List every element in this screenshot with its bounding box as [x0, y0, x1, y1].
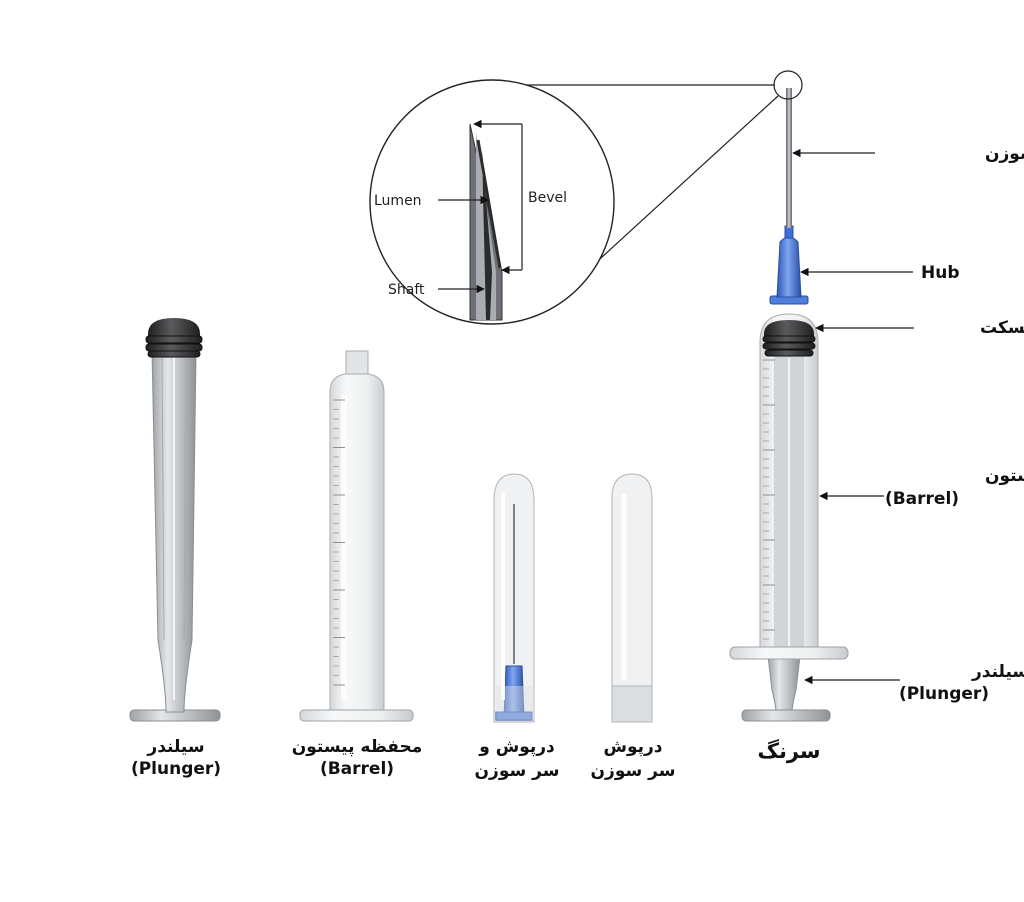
syringe-scale [763, 359, 775, 640]
lumen-label: Lumen [374, 193, 422, 209]
plunger-label-en: (Plunger) [899, 684, 989, 704]
shaft-label: Shaft [388, 282, 425, 298]
syringe-caption: سرنگ [757, 738, 820, 763]
plunger-label-fa: سیلندر [971, 662, 1024, 682]
plunger-part [129, 318, 221, 722]
gasket-label: گسکت [980, 317, 1024, 338]
barrel-part [299, 350, 414, 722]
barrel-label-en: (Barrel) [885, 489, 959, 509]
needle-zoom-callout: Lumen Bevel Shaft [369, 79, 779, 325]
cap-needle-caption-line2: سر سوزن [475, 761, 560, 781]
bevel-label: Bevel [528, 190, 567, 206]
cap-part [611, 473, 653, 723]
barrel-caption-line2: (Barrel) [320, 759, 394, 779]
assembled-syringe [729, 70, 849, 722]
hub-label: Hub [921, 263, 960, 283]
plunger-caption-line2: (Plunger) [131, 759, 221, 779]
assembled-labels: سر سوزن Hub گسکت محفظه پیستون (Barrel) س… [757, 144, 1024, 763]
cap-caption-line2: سر سوزن [591, 761, 676, 781]
barrel-scale [333, 399, 345, 686]
part-captions: سیلندر (Plunger) محفظه پیستون (Barrel) د… [131, 737, 676, 781]
plunger-caption-line1: سیلندر [146, 737, 204, 757]
cap-with-needle-part [493, 473, 535, 723]
barrel-caption-line1: محفظه پیستون [292, 737, 423, 757]
needle-label: سر سوزن [985, 144, 1024, 164]
cap-needle-caption-line1: درپوش و [478, 737, 555, 757]
cap-caption-line1: درپوش [603, 737, 662, 757]
barrel-label-fa: محفظه پیستون [985, 466, 1024, 486]
